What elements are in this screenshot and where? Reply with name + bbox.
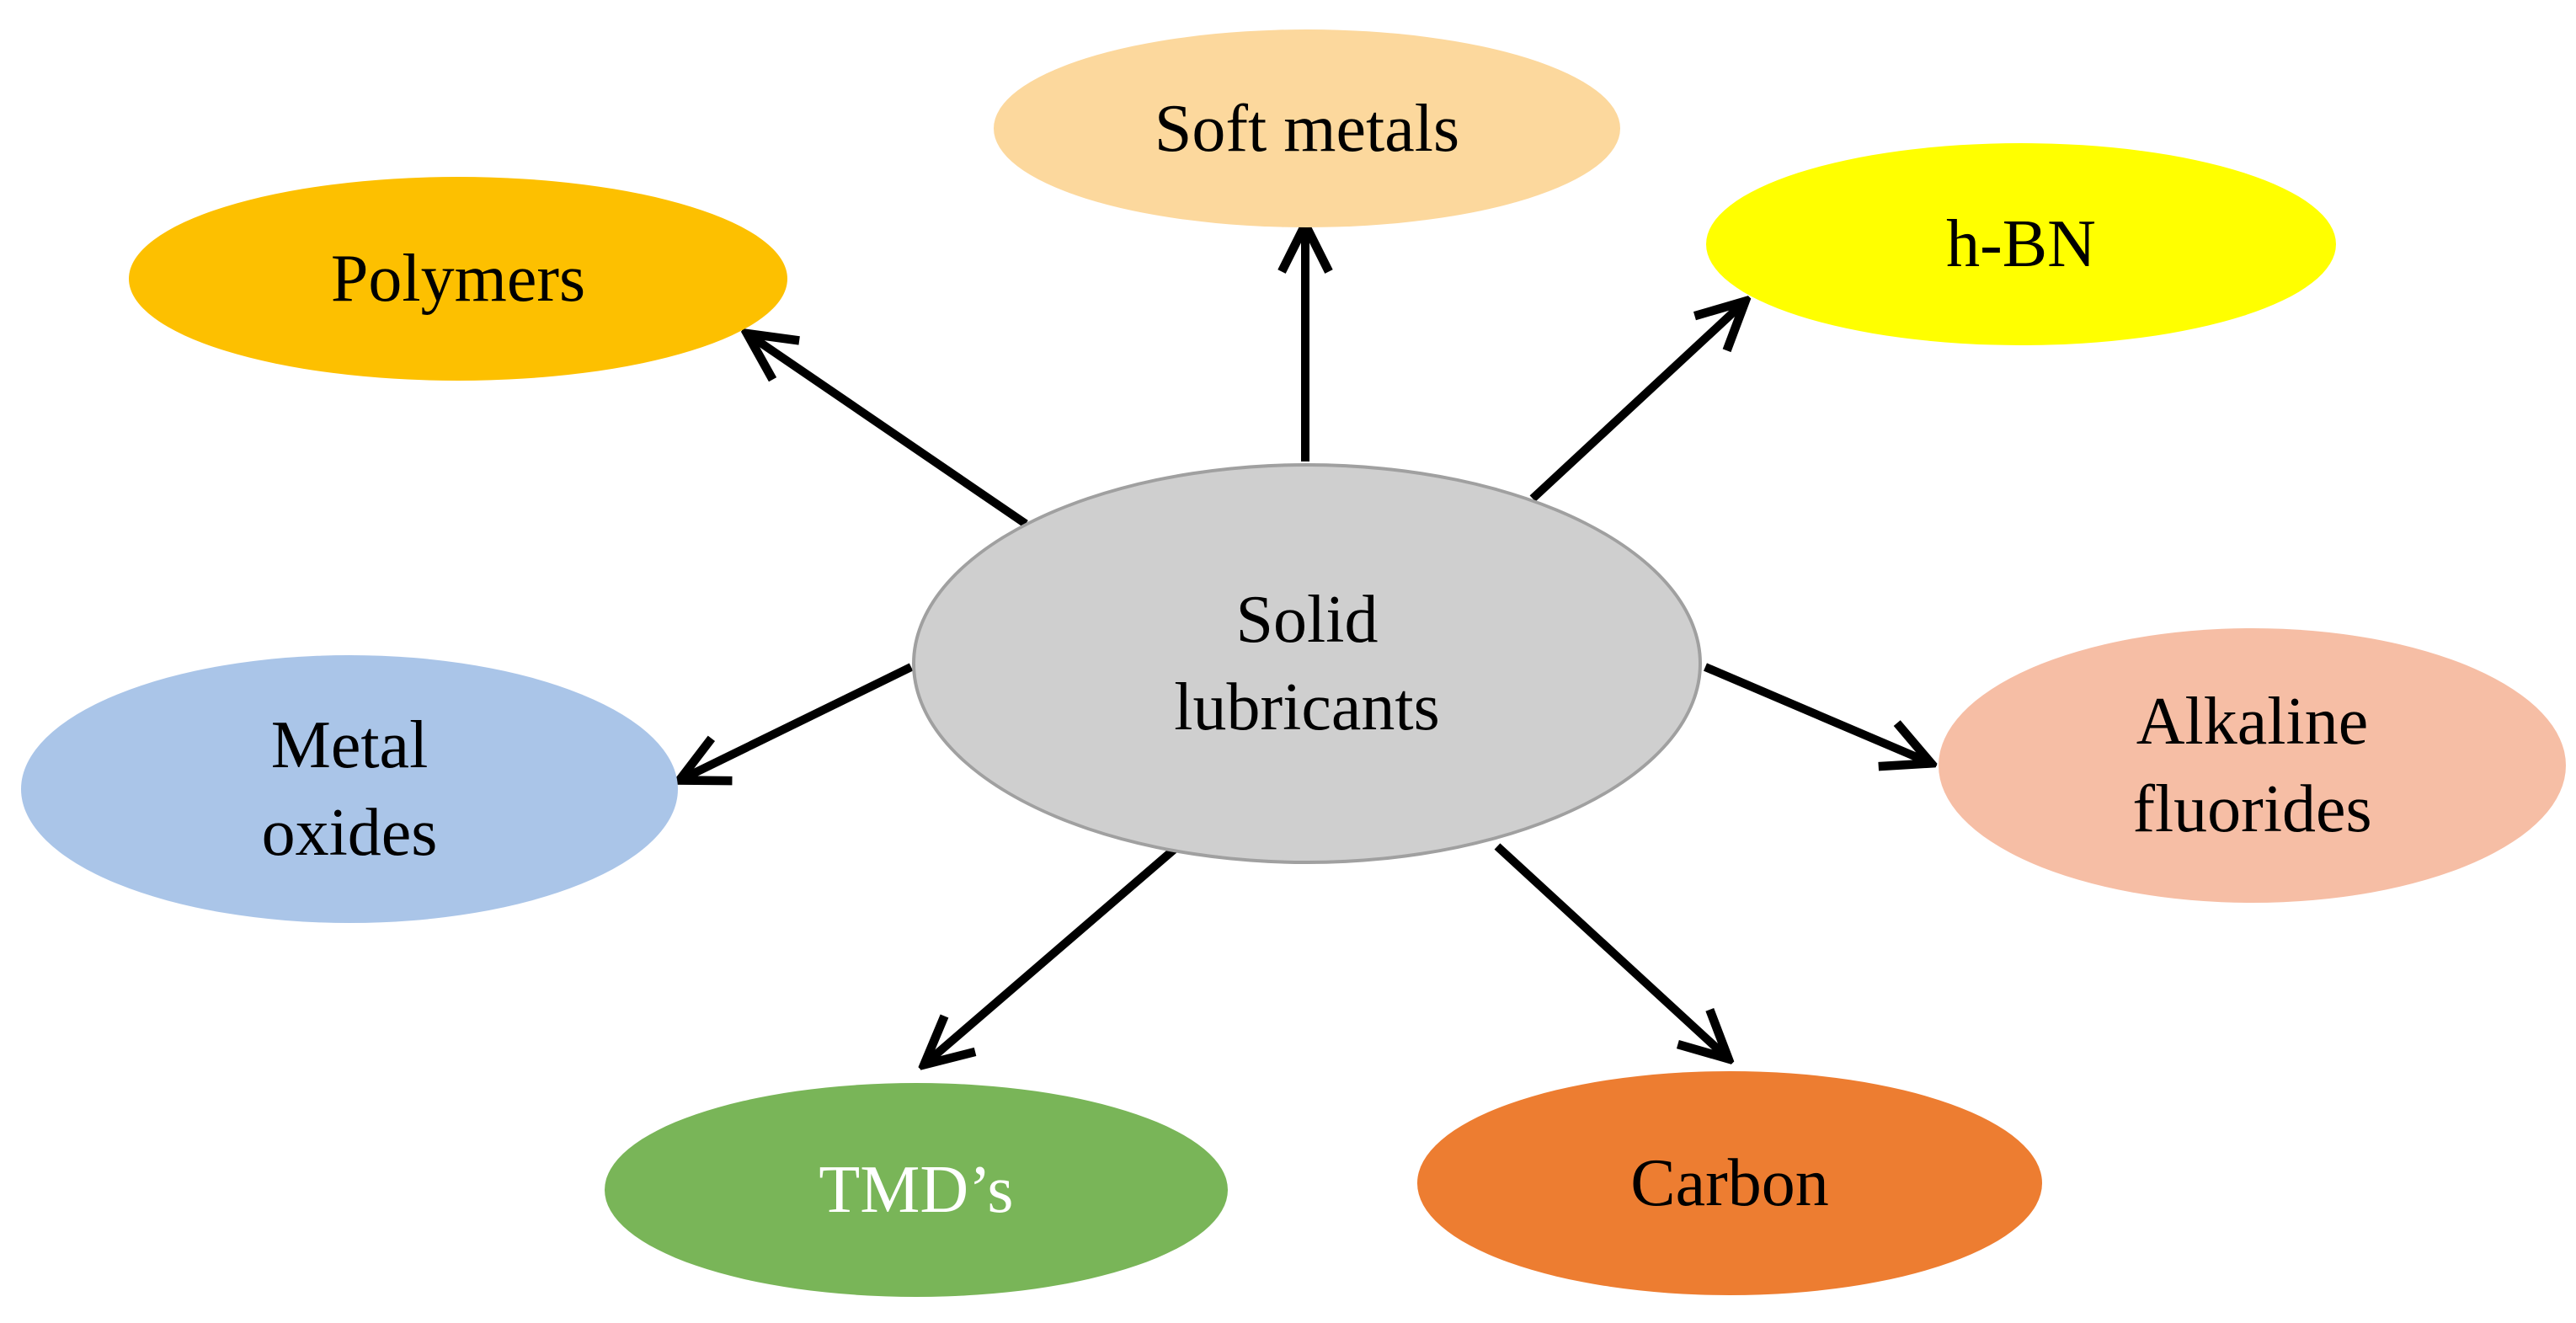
polymers-label: Polymers: [330, 242, 586, 316]
carbon-label: Carbon: [1630, 1146, 1829, 1220]
arrow-to-h-bn: [1529, 303, 1743, 502]
arrow-to-alkaline-fluorides: [1704, 663, 1928, 762]
alkaline-fluorides-label: Alkaline fluorides: [2132, 685, 2372, 846]
node-tmds: TMD’s: [605, 1083, 1228, 1297]
node-polymers: Polymers: [129, 177, 787, 381]
node-metal-oxides: Metal oxides: [21, 655, 678, 923]
metal-oxides-label: Metal oxides: [261, 708, 438, 870]
center-node-label: Solid lubricants: [1174, 583, 1440, 744]
h-bn-label: h-BN: [1946, 207, 2096, 281]
arrow-to-metal-oxides: [682, 663, 914, 779]
arrow-to-carbon: [1494, 843, 1726, 1057]
node-h-bn: h-BN: [1706, 143, 2336, 345]
center-node-solid-lubricants: Solid lubricants: [912, 463, 1702, 864]
node-carbon: Carbon: [1417, 1071, 2042, 1295]
node-alkaline-fluorides: Alkaline fluorides: [1939, 628, 2566, 903]
node-soft-metals: Soft metals: [994, 29, 1620, 227]
soft-metals-label: Soft metals: [1154, 91, 1460, 166]
tmds-label: TMD’s: [819, 1153, 1014, 1227]
arrow-to-tmds: [926, 846, 1178, 1063]
arrow-to-polymers: [749, 335, 1028, 528]
